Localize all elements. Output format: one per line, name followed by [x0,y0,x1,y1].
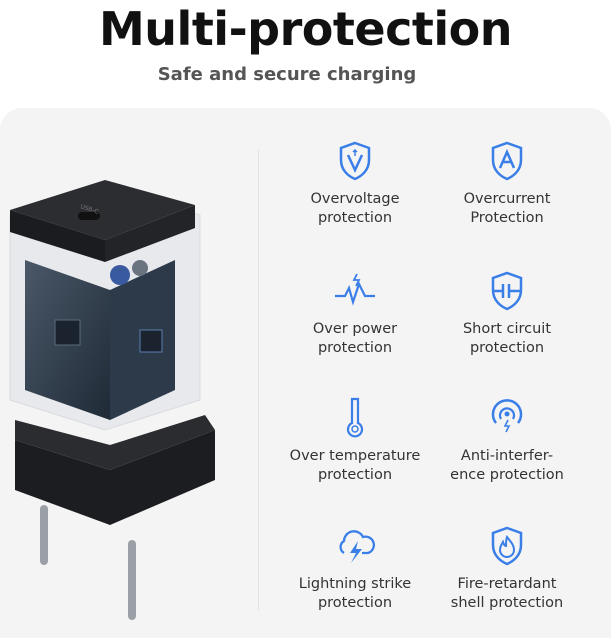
power-wave-icon [335,273,375,306]
feature-label: Short circuit [462,321,552,337]
shield-v-icon [339,141,371,181]
feature-label: protection [317,340,393,356]
feature-label: Fire-retardant [457,576,557,592]
divider [258,150,259,610]
shield-short-circuit-icon [491,271,523,311]
feature-label: protection [317,210,393,226]
feature-overvoltage: Overvoltage protection [275,140,435,228]
feature-label: Over temperature [289,448,421,464]
feature-over-power: Over power protection [275,270,435,358]
lightning-cloud-icon [339,530,375,563]
feature-label: Overcurrent [463,191,551,207]
feature-label: shell protection [450,595,564,611]
feature-label: Anti-interfer- [460,448,554,464]
thermometer-icon [346,397,364,438]
feature-label: protection [317,467,393,483]
feature-anti-interference: Anti-interfer-ence protection [427,395,587,485]
feature-label: Over power [312,321,398,337]
shield-fire-icon [491,526,523,566]
charger-image: USB-C [9,180,215,620]
page-title: Multi-protection [99,2,512,56]
feature-fire-retardant: Fire-retardant shell protection [427,525,587,613]
usb-c-port [78,212,100,220]
feature-lightning-strike: Lightning strike protection [275,525,435,613]
feature-short-circuit: Short circuit protection [427,270,587,358]
feature-over-temperature: Over temperature protection [275,395,435,485]
shield-a-icon [491,141,523,181]
page-subtitle: Safe and secure charging [157,64,417,85]
feature-label: protection [469,340,545,356]
signal-icon [491,399,523,433]
feature-label: Lightning strike [298,576,412,592]
feature-label: protection [317,595,393,611]
feature-label: Protection [470,210,544,226]
feature-label: ence protection [450,467,564,483]
feature-label: Overvoltage [310,191,400,207]
